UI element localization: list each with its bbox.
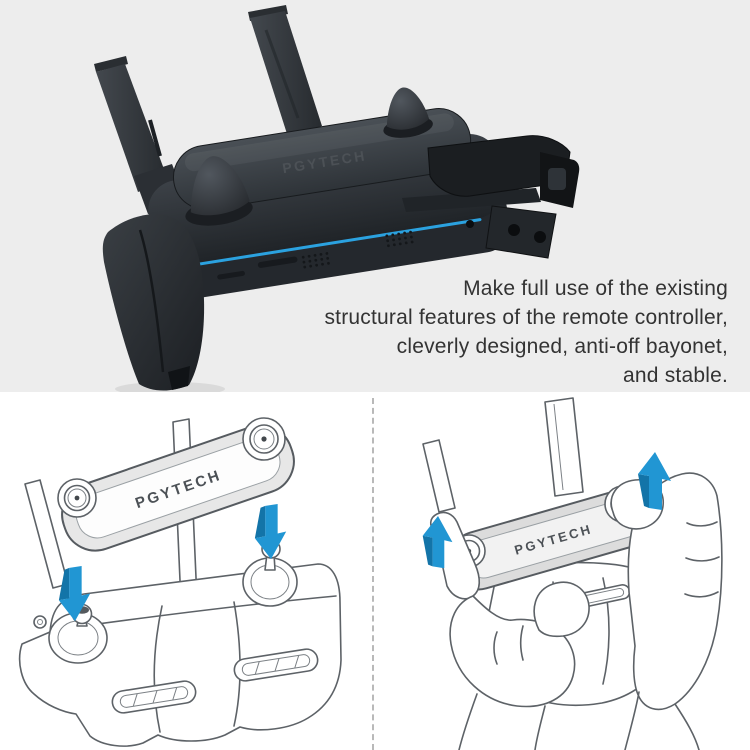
caption-line: structural features of the remote contro…	[324, 306, 728, 329]
controller-body: PGYTECH	[148, 87, 510, 300]
antenna-outline	[544, 397, 584, 497]
caption-line: and stable.	[623, 364, 728, 387]
install-diagram: PGYTECH	[18, 417, 342, 747]
hero-section: PGYTECH	[0, 0, 750, 392]
up-arrow-icon	[638, 452, 671, 510]
remove-diagram: PGYTECH	[422, 397, 723, 750]
up-arrow-icon	[422, 516, 453, 569]
joystick-left	[48, 603, 108, 664]
instruction-section: PGYTECH	[0, 392, 750, 750]
right-stick-dome	[383, 87, 433, 138]
down-arrow-icon	[58, 566, 91, 622]
shoulder-button	[33, 615, 47, 629]
caption-line: Make full use of the existing	[463, 277, 728, 300]
controller-outline	[18, 563, 342, 747]
stick-guard-outline: PGYTECH	[57, 417, 295, 552]
down-arrow-icon	[254, 504, 287, 560]
controller-photo: PGYTECH	[94, 5, 580, 392]
antenna-outline	[422, 439, 456, 513]
guard-cup	[242, 417, 286, 461]
hand-right	[610, 472, 723, 750]
hero-caption: Make full use of the existing structural…	[258, 274, 728, 390]
guard-cup	[57, 478, 97, 518]
grip-arm-left	[102, 214, 205, 391]
grip-arm-right	[402, 135, 580, 259]
vent-dots	[301, 230, 414, 269]
caption-line: cleverly designed, anti-off bayonet,	[396, 335, 728, 358]
right-antenna	[248, 5, 322, 137]
hand-left	[429, 511, 590, 750]
left-stick-dome	[185, 156, 253, 226]
blue-accent-line	[185, 218, 482, 268]
panel-divider	[372, 398, 374, 750]
